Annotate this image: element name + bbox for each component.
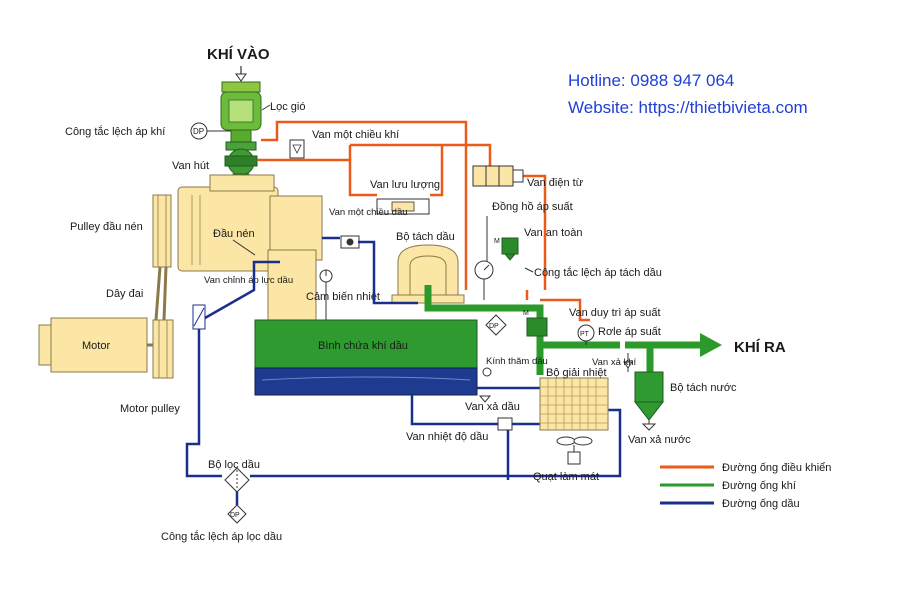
air-check-valve	[289, 139, 305, 159]
oil-check-valve	[340, 235, 360, 249]
min-pressure-valve-label: Van duy trì áp suất	[569, 307, 661, 319]
air-check-valve-label: Van một chiều khí	[312, 129, 399, 141]
air-release-valve	[623, 353, 633, 372]
oil-drain-valve-label: Van xả dầu	[465, 401, 520, 413]
water-drain-valve-label: Van xả nước	[628, 434, 691, 446]
motor	[38, 317, 153, 373]
oil-filter-diff-switch-icon: DP	[227, 504, 247, 524]
thermo-valve	[497, 417, 513, 431]
belt-label: Dây đai	[106, 288, 143, 300]
adjust-valve-label: Van chỉnh áp lực dầu	[204, 275, 293, 286]
adjust-valve	[192, 304, 206, 330]
airend	[177, 174, 323, 321]
oil-sight-glass-icon	[482, 367, 492, 377]
thermo-valve-label: Van nhiệt độ dầu	[406, 431, 488, 443]
safety-valve-label: Van an toàn	[524, 227, 583, 239]
safety-valve: M	[494, 237, 519, 261]
oil-check-valve-label: Van một chiều dầu	[329, 207, 408, 218]
svg-text:M: M	[523, 310, 529, 317]
oil-tank-label: Bình chứa khí dầu	[318, 340, 408, 352]
flow-valve	[376, 198, 430, 215]
oil-sep-diff-switch-label: Công tắc lệch áp tách dầu	[534, 266, 662, 279]
oil-filter-label: Bộ lọc dầu	[208, 459, 260, 471]
suction-valve-label: Van hút	[172, 160, 209, 172]
air-in-label: KHÍ VÀO	[207, 46, 270, 63]
air-out-arrow-icon	[700, 333, 722, 357]
pressure-gauge-icon	[474, 216, 494, 300]
min-pressure-valve: M	[523, 310, 548, 337]
belt	[154, 266, 168, 321]
temp-sensor-label: Cảm biến nhiệt	[306, 291, 380, 303]
airend-pulley	[152, 194, 172, 268]
motor-pulley	[152, 319, 174, 379]
cooling-fan-icon	[556, 436, 593, 465]
svg-text:DP: DP	[230, 512, 240, 519]
oil-filter	[224, 467, 250, 493]
website-text: Website: https://thietbivieta.com	[568, 98, 808, 117]
hotline-text: Hotline: 0988 947 064	[568, 71, 734, 90]
svg-text:PT: PT	[580, 331, 590, 338]
control-lines	[257, 120, 590, 322]
temp-sensor-icon	[319, 269, 333, 320]
legend: Đường ống điều khiển Đường ống khí Đường…	[660, 462, 831, 510]
water-separator-label: Bộ tách nước	[670, 382, 737, 394]
legend-item-control: Đường ống điều khiển	[660, 462, 831, 474]
solenoid-valve-label: Van điện từ	[527, 177, 584, 189]
air-in-arrow-icon	[235, 66, 247, 82]
oil-sep-diff-switch-icon: DP	[485, 314, 507, 336]
svg-text:DP: DP	[193, 127, 204, 136]
svg-text:Đường ống điều khiển: Đường ống điều khiển	[722, 462, 831, 474]
svg-text:M: M	[494, 238, 500, 245]
air-filter	[220, 81, 262, 143]
svg-text:Đường ống dầu: Đường ống dầu	[722, 498, 800, 510]
water-separator	[633, 371, 665, 431]
air-filter-label: Lọc gió	[270, 101, 305, 113]
legend-item-oil: Đường ống dầu	[660, 498, 800, 510]
svg-text:Đường ống khí: Đường ống khí	[722, 480, 796, 492]
flow-valve-label: Van lưu lượng	[370, 179, 440, 191]
pressure-relay-label: Rơle áp suất	[598, 326, 661, 338]
air-out-label: KHÍ RA	[734, 339, 786, 356]
air-diff-switch-icon: DP	[190, 122, 231, 140]
motor-label: Motor	[82, 340, 110, 352]
oil-sight-glass-label: Kính thăm dầu	[486, 356, 548, 367]
oil-tank	[254, 319, 478, 396]
airend-pulley-label: Pulley đầu nén	[70, 221, 143, 233]
solenoid-valve	[472, 165, 524, 187]
cooling-fan-label: Quạt làm mát	[533, 471, 599, 483]
air-lines	[424, 285, 700, 375]
air-release-valve-label: Van xả khí	[592, 357, 637, 368]
oil-filter-diff-switch-label: Công tắc lệch áp lọc dầu	[161, 530, 282, 543]
svg-text:DP: DP	[489, 323, 499, 330]
pressure-relay-icon: PT	[577, 324, 595, 345]
oil-drain-valve	[478, 395, 492, 403]
pressure-gauge-label: Đồng hồ áp suất	[492, 201, 573, 213]
cooler-label: Bộ giải nhiệt	[546, 367, 607, 379]
cooler	[539, 377, 609, 431]
oil-separator-label: Bộ tách dầu	[396, 231, 455, 243]
air-diff-switch-label: Công tắc lệch áp khí	[65, 125, 165, 138]
motor-pulley-label: Motor pulley	[120, 403, 180, 415]
airend-label: Đầu nén	[213, 228, 255, 240]
legend-item-air: Đường ống khí	[660, 480, 796, 492]
